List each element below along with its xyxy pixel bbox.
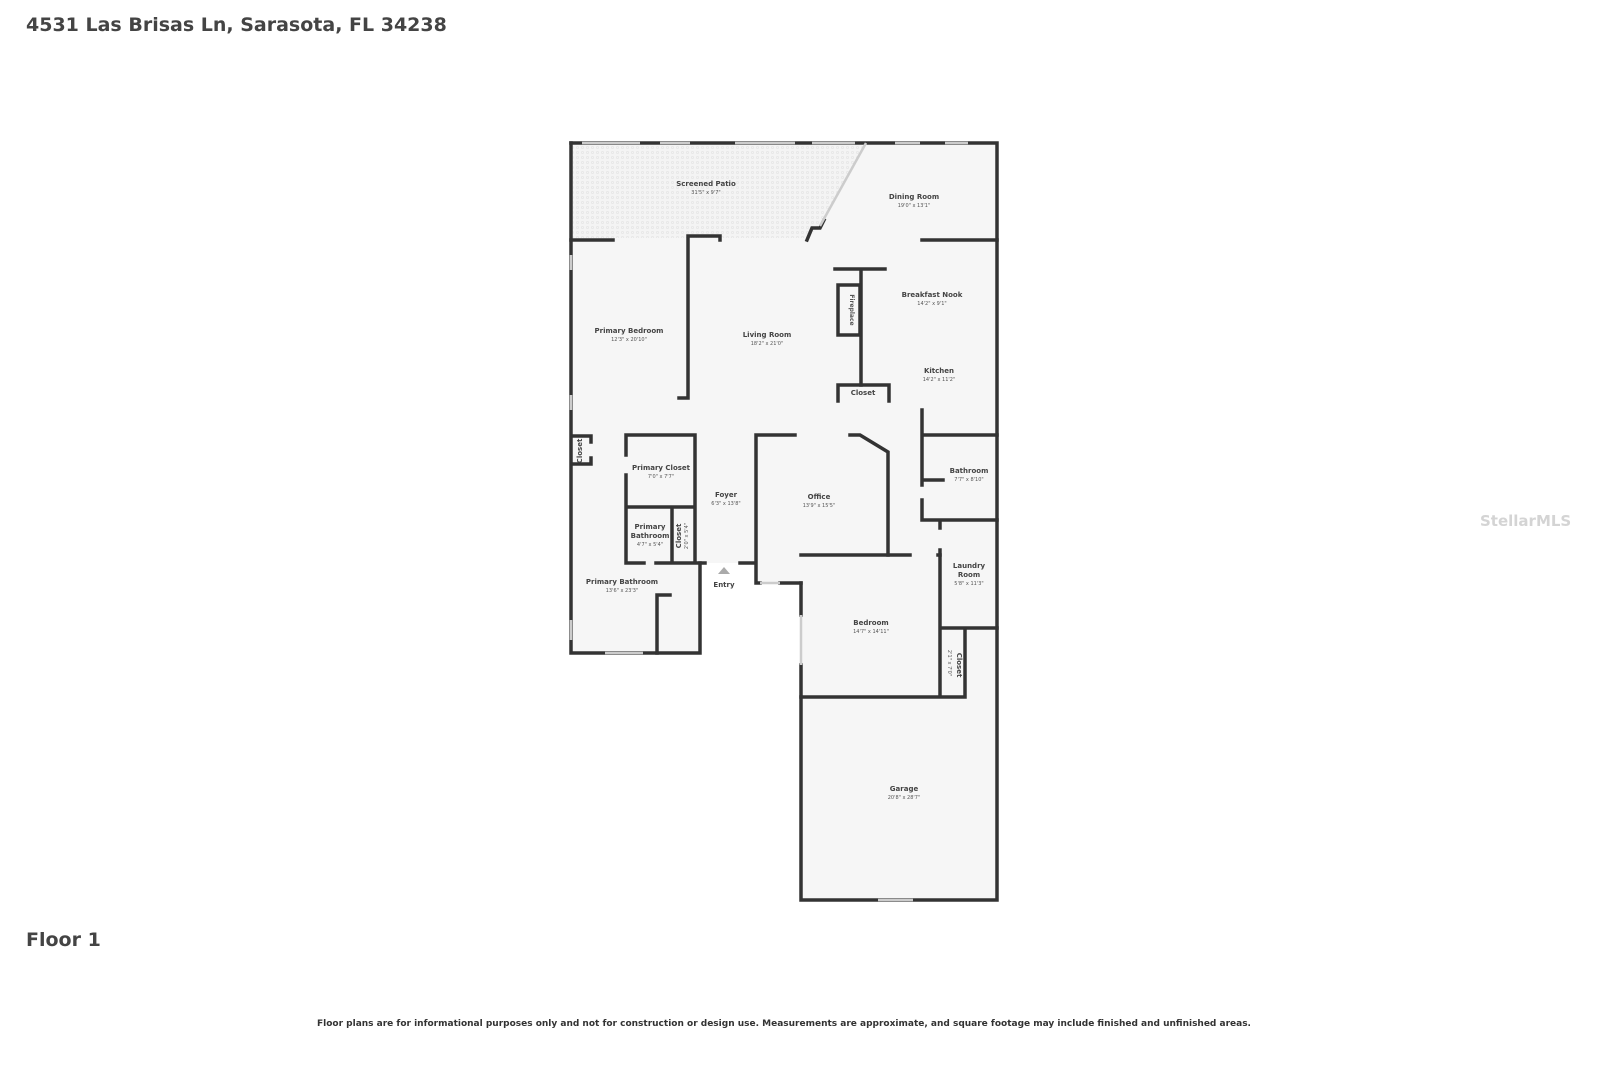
entry-label: Entry [713, 581, 735, 589]
address-title: 4531 Las Brisas Ln, Sarasota, FL 34238 [26, 14, 447, 36]
foyer-closet-dims: 2'0" x 5'4" [684, 523, 690, 549]
room-name-screened-patio: Screened Patio [676, 180, 736, 188]
room-dims-primary-bathroom: 4'7" x 5'4" [637, 542, 663, 548]
room-name-breakfast-nook: Breakfast Nook [902, 291, 963, 299]
room-name-garage: Garage [890, 785, 919, 793]
room-dims-foyer: 6'3" x 13'8" [711, 501, 740, 507]
room-name-bedroom: Bedroom [853, 619, 888, 627]
watermark-logo: StellarMLS [1480, 512, 1572, 530]
room-dims-screened-patio: 31'5" x 9'7" [691, 190, 720, 196]
room-name-primary-closet: Primary Closet [632, 464, 691, 472]
room-dims-laundry-room: 5'8" x 11'3" [954, 581, 983, 587]
room-dims-primary-bathroom: 13'6" x 23'3" [606, 588, 639, 594]
room-name-office: Office [808, 493, 831, 501]
bedroom-closet-label: Closet [576, 438, 584, 463]
foyer-closet-label: Closet [675, 523, 683, 548]
room-dims-primary-bedroom: 12'3" x 20'10" [611, 337, 647, 343]
windows [569, 141, 968, 902]
guest-closet-dims: 2'1" x 7'0" [946, 650, 952, 676]
room-name-primary-bedroom: Primary Bedroom [595, 327, 664, 335]
room-name-living-room: Living Room [743, 331, 792, 339]
room-dims-bedroom: 14'7" x 14'11" [853, 629, 889, 635]
room-dims-living-room: 18'2" x 21'0" [751, 341, 784, 347]
room-name-bathroom: Bathroom [950, 467, 989, 475]
floor-label: Floor 1 [26, 929, 101, 951]
room-dims-kitchen: 14'2" x 11'2" [923, 377, 956, 383]
floor-area [571, 143, 997, 900]
room-name-primary-bathroom: Primary Bathroom [586, 578, 658, 586]
disclaimer: Floor plans are for informational purpos… [317, 1019, 1251, 1029]
guest-closet-label: Closet [955, 653, 963, 678]
entry-arrow-icon [718, 567, 730, 574]
room-name-kitchen: Kitchen [924, 367, 954, 375]
room-dims-bathroom: 7'7" x 8'10" [954, 477, 983, 483]
room-dims-primary-closet: 7'0" x 7'7" [648, 474, 674, 480]
fireplace-label: Fireplace [848, 294, 855, 325]
room-dims-office: 13'9" x 15'5" [803, 503, 836, 509]
room-name-dining-room: Dining Room [889, 193, 939, 201]
room-dims-garage: 20'8" x 28'7" [888, 795, 921, 801]
kitchen-closet-label: Closet [851, 389, 876, 397]
room-dims-breakfast-nook: 14'2" x 9'1" [917, 301, 946, 307]
room-name-foyer: Foyer [715, 491, 738, 499]
room-dims-dining-room: 19'0" x 13'1" [898, 203, 931, 209]
patio-floor [571, 143, 866, 238]
